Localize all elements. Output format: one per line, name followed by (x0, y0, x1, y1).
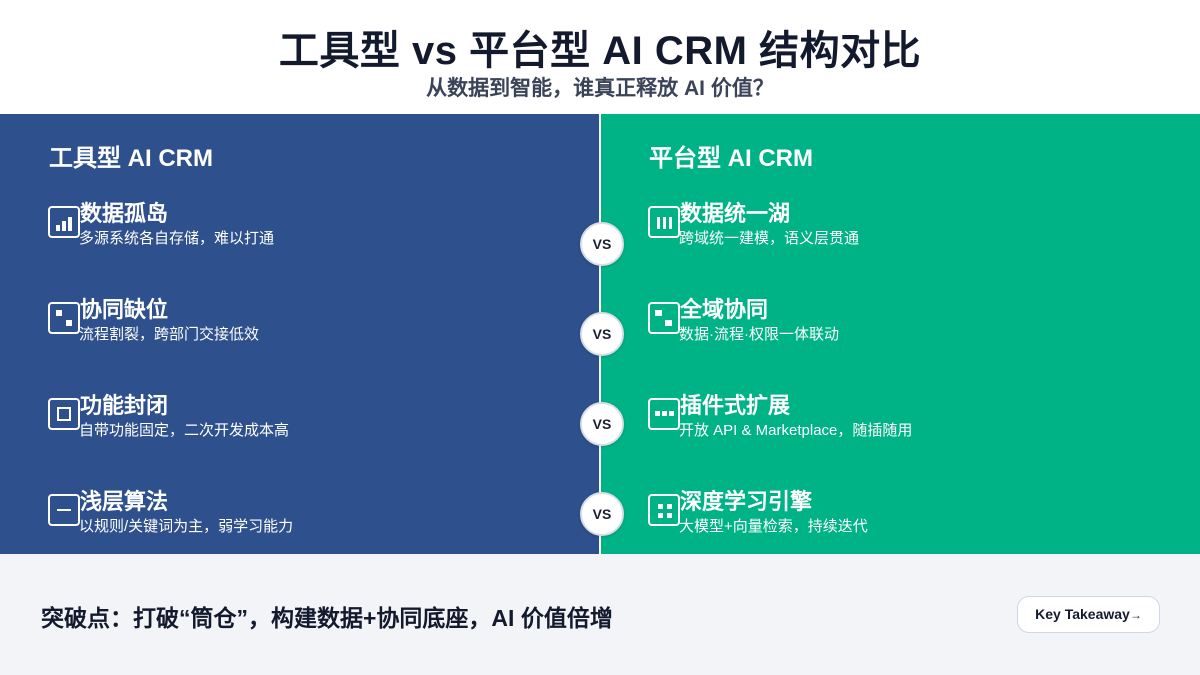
comparison-item: 浅层算法 以规则/关键词为主，弱学习能力 (48, 484, 568, 564)
dice-icon (48, 302, 80, 334)
platform-crm-panel: 平台型 AI CRM 数据统一湖 跨域统一建模，语义层贯通 全域协同 数据·流程… (601, 114, 1200, 554)
comparison-item: 全域协同 数据·流程·权限一体联动 (648, 292, 1168, 372)
comparison-item: 数据孤岛 多源系统各自存储，难以打通 (48, 196, 568, 276)
item-description: 数据·流程·权限一体联动 (679, 326, 839, 343)
item-title: 浅层算法 (80, 489, 169, 514)
item-title: 功能封闭 (80, 393, 169, 418)
bar-chart-icon (48, 206, 80, 238)
item-title: 数据统一湖 (680, 201, 791, 226)
arrow-right-icon: → (1129, 608, 1142, 622)
vs-badge: VS (580, 402, 624, 446)
item-title: 全域协同 (680, 297, 769, 322)
item-description: 自带功能固定，二次开发成本高 (79, 422, 290, 439)
item-description: 大模型+向量检索，持续迭代 (679, 518, 868, 535)
item-description: 流程割裂，跨部门交接低效 (79, 326, 260, 343)
more-icon (648, 398, 680, 430)
columns-icon (648, 206, 680, 238)
tool-crm-panel: 工具型 AI CRM 数据孤岛 多源系统各自存储，难以打通 协同缺位 流程割裂，… (0, 114, 599, 554)
steps-icon (648, 302, 680, 334)
comparison-item: 深度学习引擎 大模型+向量检索，持续迭代 (648, 484, 1168, 564)
item-title: 插件式扩展 (680, 393, 791, 418)
footer: 突破点：打破“筒仓”，构建数据+协同底座，AI 价值倍增 Key Takeawa… (0, 554, 1200, 675)
key-takeaway-label: Key Takeaway (1035, 606, 1130, 622)
panel-title: 平台型 AI CRM (649, 145, 813, 172)
square-icon (48, 398, 80, 430)
item-description: 开放 API & Marketplace，随插随用 (679, 422, 913, 439)
takeaway-text: 突破点：打破“筒仓”，构建数据+协同底座，AI 价值倍增 (41, 605, 613, 631)
vs-badge: VS (580, 492, 624, 536)
vs-badge: VS (580, 222, 624, 266)
item-title: 协同缺位 (80, 297, 169, 322)
item-title: 深度学习引擎 (680, 489, 813, 514)
minus-icon (48, 494, 80, 526)
header: 工具型 vs 平台型 AI CRM 结构对比 从数据到智能，谁真正释放 AI 价… (0, 0, 1200, 114)
grid-icon (648, 494, 680, 526)
comparison-item: 数据统一湖 跨域统一建模，语义层贯通 (648, 196, 1168, 276)
comparison-item: 插件式扩展 开放 API & Marketplace，随插随用 (648, 388, 1168, 468)
panel-title: 工具型 AI CRM (49, 145, 213, 172)
page-title: 工具型 vs 平台型 AI CRM 结构对比 (278, 29, 922, 73)
comparison-item: 协同缺位 流程割裂，跨部门交接低效 (48, 292, 568, 372)
comparison-item: 功能封闭 自带功能固定，二次开发成本高 (48, 388, 568, 468)
item-description: 以规则/关键词为主，弱学习能力 (79, 518, 294, 535)
vs-badge: VS (580, 312, 624, 356)
item-title: 数据孤岛 (80, 201, 169, 226)
page-subtitle: 从数据到智能，谁真正释放 AI 价值？ (426, 77, 774, 100)
key-takeaway-button[interactable]: Key Takeaway→ (1017, 596, 1160, 633)
item-description: 跨域统一建模，语义层贯通 (679, 230, 860, 247)
item-description: 多源系统各自存储，难以打通 (79, 230, 275, 247)
